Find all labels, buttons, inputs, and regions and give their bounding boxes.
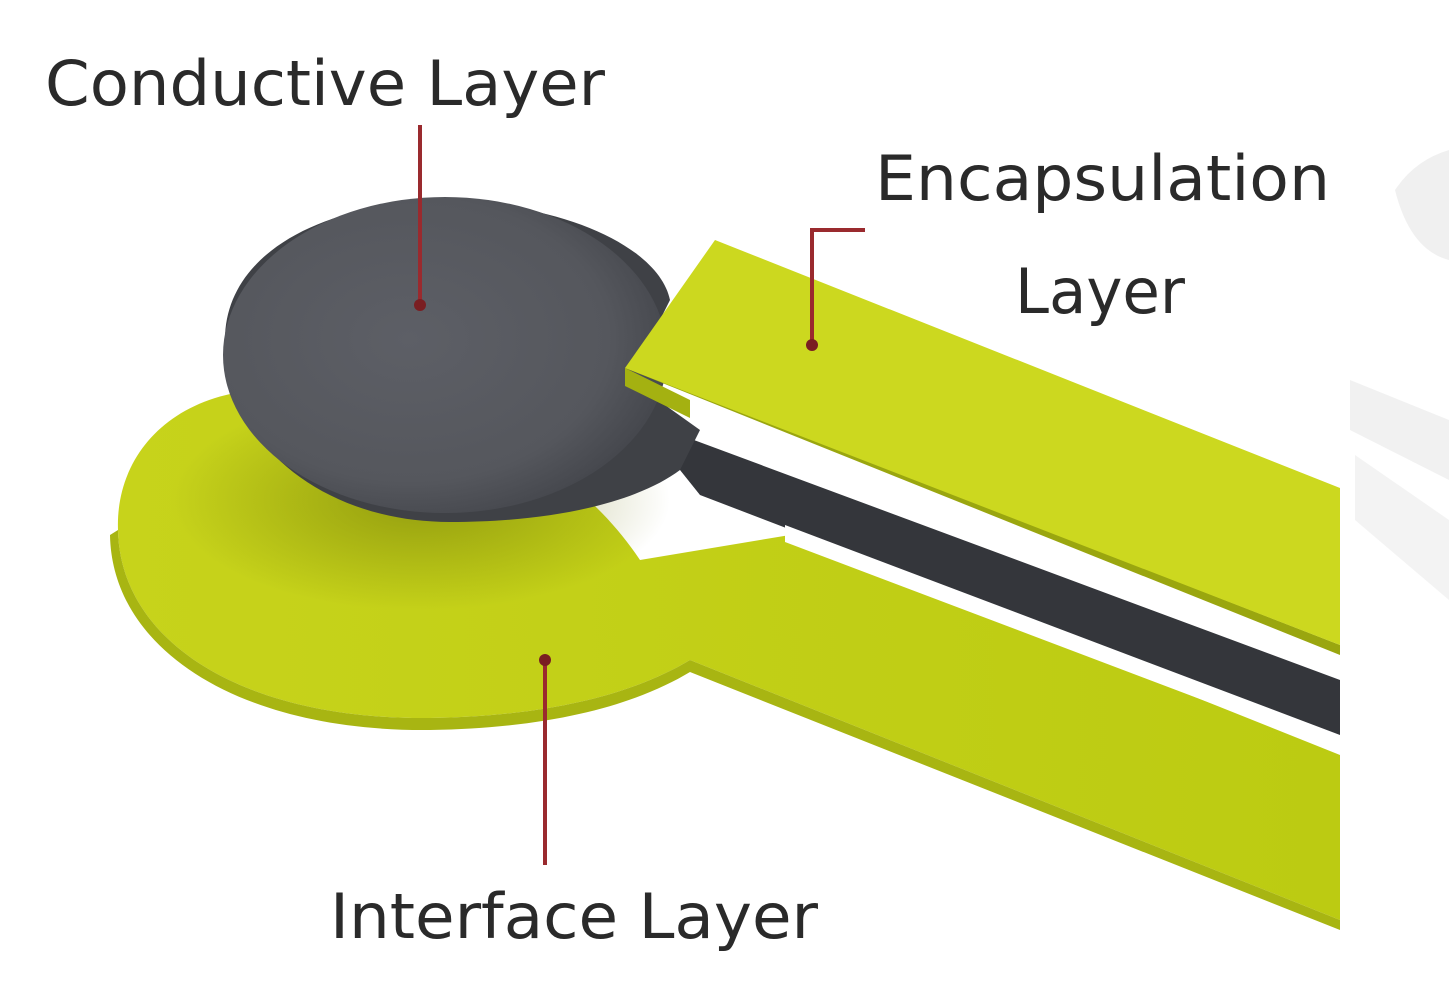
conductive-layer bbox=[223, 197, 700, 522]
encapsulation-layer bbox=[625, 240, 1340, 655]
labels: Conductive Layer Encapsulation Layer Int… bbox=[45, 47, 1330, 953]
encapsulation-layer-label-line1: Encapsulation bbox=[875, 142, 1330, 215]
encapsulation-layer-side bbox=[625, 368, 1340, 655]
conductor-strip-gap-top bbox=[785, 440, 1340, 668]
leader-lines bbox=[414, 125, 865, 865]
conductor-strip-dark bbox=[640, 420, 1340, 740]
encapsulation-layer-label-line2: Layer bbox=[1015, 255, 1185, 328]
conductive-layer-label: Conductive Layer bbox=[45, 47, 606, 120]
conductor-strip bbox=[640, 420, 1340, 752]
background-decoration bbox=[1350, 150, 1449, 600]
encapsulation-leader bbox=[810, 228, 865, 345]
encapsulation-layer-top bbox=[625, 240, 1340, 645]
interface-leader-dot bbox=[539, 654, 551, 666]
interface-layer-label: Interface Layer bbox=[330, 880, 819, 953]
conductive-disc bbox=[223, 197, 667, 513]
conductive-leader-dot bbox=[414, 299, 426, 311]
encapsulation-layer-edge bbox=[625, 368, 690, 418]
conductor-strip-gap-bottom bbox=[785, 525, 1340, 752]
encapsulation-leader-dot bbox=[806, 339, 818, 351]
